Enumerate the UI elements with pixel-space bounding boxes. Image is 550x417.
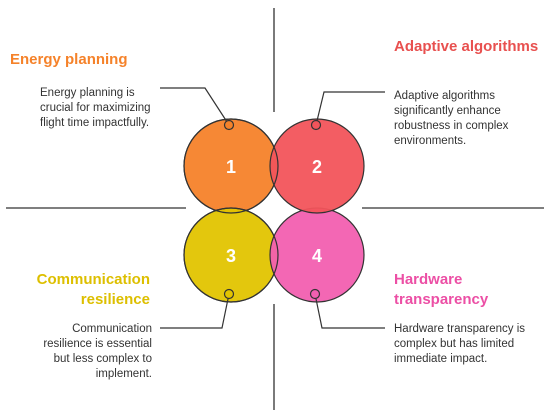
circle-number-2: 2: [312, 157, 322, 177]
adaptive-algorithms-title: Adaptive algorithms: [394, 38, 539, 55]
circles: [183, 118, 365, 303]
circle-number-1: 1: [226, 157, 236, 177]
adaptive-algorithms-description: Adaptive algorithms significantly enhanc…: [394, 90, 509, 147]
circle-1-outline: [183, 118, 279, 214]
hardware-transparency-description: Hardware transparency is complex but has…: [394, 323, 526, 365]
connector-4: [309, 288, 385, 329]
hardware-transparency-title: Hardware transparency: [394, 271, 489, 308]
energy-planning-title: Energy planning: [10, 51, 128, 68]
circle-number-4: 4: [312, 246, 322, 266]
communication-resilience-description: Communication resilience is essential bu…: [43, 323, 152, 380]
connector-1: [160, 87, 235, 131]
connector-3: [160, 288, 235, 329]
circle-3-outline: [183, 207, 279, 303]
energy-planning-description: Energy planning is crucial for maximizin…: [40, 87, 151, 129]
connector-2: [310, 91, 385, 131]
communication-resilience-title: Communication resilience: [36, 271, 150, 308]
circle-number-3: 3: [226, 246, 236, 266]
